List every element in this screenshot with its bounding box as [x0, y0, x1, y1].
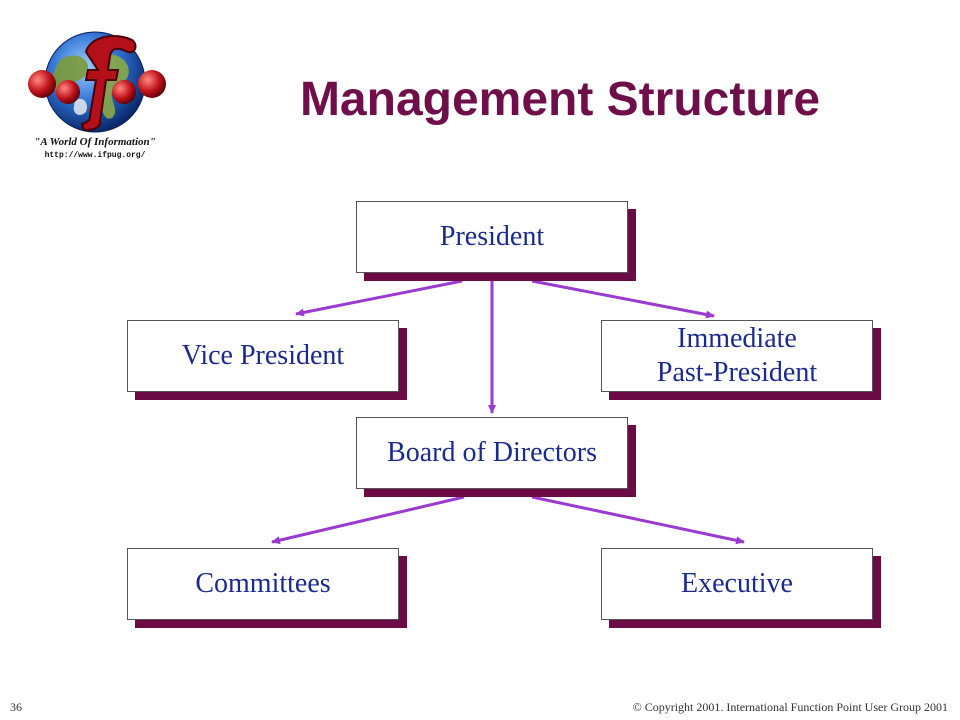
executive-label: Executive: [681, 568, 793, 599]
ifpug-logo: "A World Of Information" http://www.ifpu…: [20, 30, 180, 165]
copyright-notice: © Copyright 2001. International Function…: [632, 700, 948, 714]
arrow-president-to-vice-president: [295, 279, 463, 317]
committees-box: Committees: [127, 548, 399, 620]
immediate-past-president-box: Immediate Past-President: [601, 320, 873, 392]
vice-president-box: Vice President: [127, 320, 399, 392]
president-box: President: [356, 201, 628, 273]
arrow-president-to-past-president: [531, 279, 715, 319]
board-of-directors-box: Board of Directors: [356, 417, 628, 489]
committees-label: Committees: [195, 568, 331, 599]
vice-president-label: Vice President: [181, 340, 345, 371]
logo-url: http://www.ifpug.org/: [44, 151, 146, 160]
globe-logo-icon: [28, 31, 166, 133]
page-number: 36: [10, 700, 22, 714]
arrow-board-to-committees: [271, 495, 465, 545]
arrow-board-to-executive: [531, 495, 745, 545]
president-label: President: [439, 221, 545, 252]
executive-box: Executive: [601, 548, 873, 620]
immediate-past-president-label-line1: Immediate: [677, 323, 797, 354]
board-of-directors-label: Board of Directors: [387, 437, 597, 468]
page-title: Management Structure: [299, 73, 821, 126]
logo-tagline: "A World Of Information": [34, 136, 156, 148]
immediate-past-president-label-line2: Past-President: [656, 357, 818, 388]
